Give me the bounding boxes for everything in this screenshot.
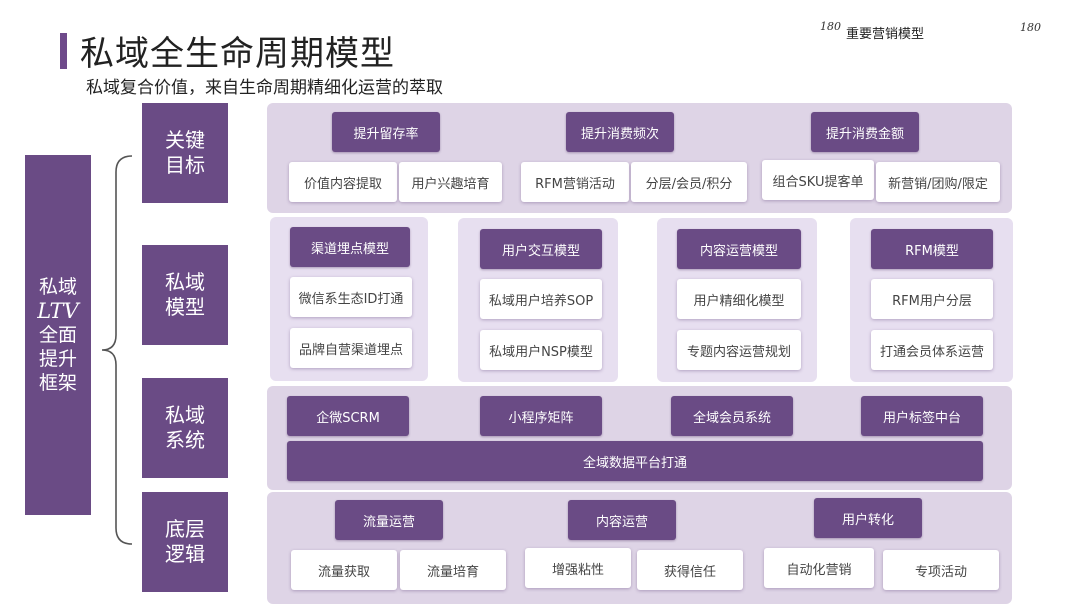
category-line: 系统 bbox=[165, 428, 205, 452]
category-line: 目标 bbox=[165, 153, 205, 177]
goal-frequency-button[interactable]: 提升消费频次 bbox=[566, 112, 674, 152]
goal-item: 组合SKU提客单 bbox=[762, 160, 874, 200]
system-membership-button[interactable]: 全域会员系统 bbox=[671, 396, 793, 436]
category-private-systems: 私域 系统 bbox=[142, 378, 228, 478]
system-miniprogram-button[interactable]: 小程序矩阵 bbox=[480, 396, 602, 436]
goal-retention-button[interactable]: 提升留存率 bbox=[332, 112, 440, 152]
model-item: 打通会员体系运营 bbox=[871, 330, 993, 370]
model-interaction-button[interactable]: 用户交互模型 bbox=[480, 229, 602, 269]
category-private-models: 私域 模型 bbox=[142, 245, 228, 345]
data-platform-button[interactable]: 全域数据平台打通 bbox=[287, 441, 983, 481]
framework-line-5: 框架 bbox=[38, 372, 77, 394]
logic-item: 获得信任 bbox=[637, 550, 743, 590]
system-tag-platform-button[interactable]: 用户标签中台 bbox=[861, 396, 983, 436]
model-item: 私域用户培养SOP bbox=[480, 279, 602, 319]
goal-item: 用户兴趣培育 bbox=[399, 162, 502, 202]
category-line: 底层 bbox=[165, 517, 205, 541]
category-base-logic: 底层 逻辑 bbox=[142, 492, 228, 592]
framework-line-1: 私域 bbox=[38, 276, 77, 298]
model-channel-button[interactable]: 渠道埋点模型 bbox=[290, 227, 410, 267]
logic-item: 自动化营销 bbox=[764, 548, 874, 588]
category-line: 私域 bbox=[165, 270, 205, 294]
goal-item: RFM营销活动 bbox=[521, 162, 629, 202]
goal-item: 新营销/团购/限定 bbox=[876, 162, 1000, 202]
page-title: 私域全生命周期模型 bbox=[80, 34, 395, 74]
category-line: 私域 bbox=[165, 403, 205, 427]
framework-label-box: 私域 LTV 全面 提升 框架 bbox=[25, 155, 91, 515]
logic-item: 流量获取 bbox=[291, 550, 397, 590]
logic-item: 增强粘性 bbox=[525, 548, 631, 588]
logic-conversion-button[interactable]: 用户转化 bbox=[814, 498, 922, 538]
category-key-goals: 关键 目标 bbox=[142, 103, 228, 203]
framework-line-4: 提升 bbox=[38, 348, 77, 370]
logic-item: 流量培育 bbox=[400, 550, 506, 590]
page-number-right: 180 bbox=[1020, 21, 1041, 34]
model-item: 微信系生态ID打通 bbox=[290, 277, 412, 317]
page-number-left: 180 bbox=[820, 20, 841, 33]
framework-line-3: 全面 bbox=[38, 324, 77, 346]
goal-item: 分层/会员/积分 bbox=[631, 162, 747, 202]
logic-traffic-button[interactable]: 流量运营 bbox=[335, 500, 443, 540]
goal-item: 价值内容提取 bbox=[289, 162, 397, 202]
curly-brace bbox=[101, 155, 133, 545]
category-line: 模型 bbox=[165, 295, 205, 319]
page-subtitle: 私域复合价值，来自生命周期精细化运营的萃取 bbox=[86, 78, 443, 98]
model-item: 专题内容运营规划 bbox=[677, 330, 801, 370]
model-rfm-button[interactable]: RFM模型 bbox=[871, 229, 993, 269]
model-content-button[interactable]: 内容运营模型 bbox=[677, 229, 801, 269]
title-accent-bar bbox=[60, 33, 67, 69]
model-item: 私域用户NSP模型 bbox=[480, 330, 602, 370]
framework-line-2: LTV bbox=[37, 299, 79, 323]
model-item: 用户精细化模型 bbox=[677, 279, 801, 319]
section-label: 重要营销模型 bbox=[846, 27, 925, 42]
logic-content-button[interactable]: 内容运营 bbox=[568, 500, 676, 540]
model-item: RFM用户分层 bbox=[871, 279, 993, 319]
logic-item: 专项活动 bbox=[883, 550, 999, 590]
goal-amount-button[interactable]: 提升消费金额 bbox=[811, 112, 919, 152]
system-scrm-button[interactable]: 企微SCRM bbox=[287, 396, 409, 436]
category-line: 逻辑 bbox=[165, 542, 205, 566]
model-item: 品牌自营渠道埋点 bbox=[290, 328, 412, 368]
category-line: 关键 bbox=[165, 128, 205, 152]
